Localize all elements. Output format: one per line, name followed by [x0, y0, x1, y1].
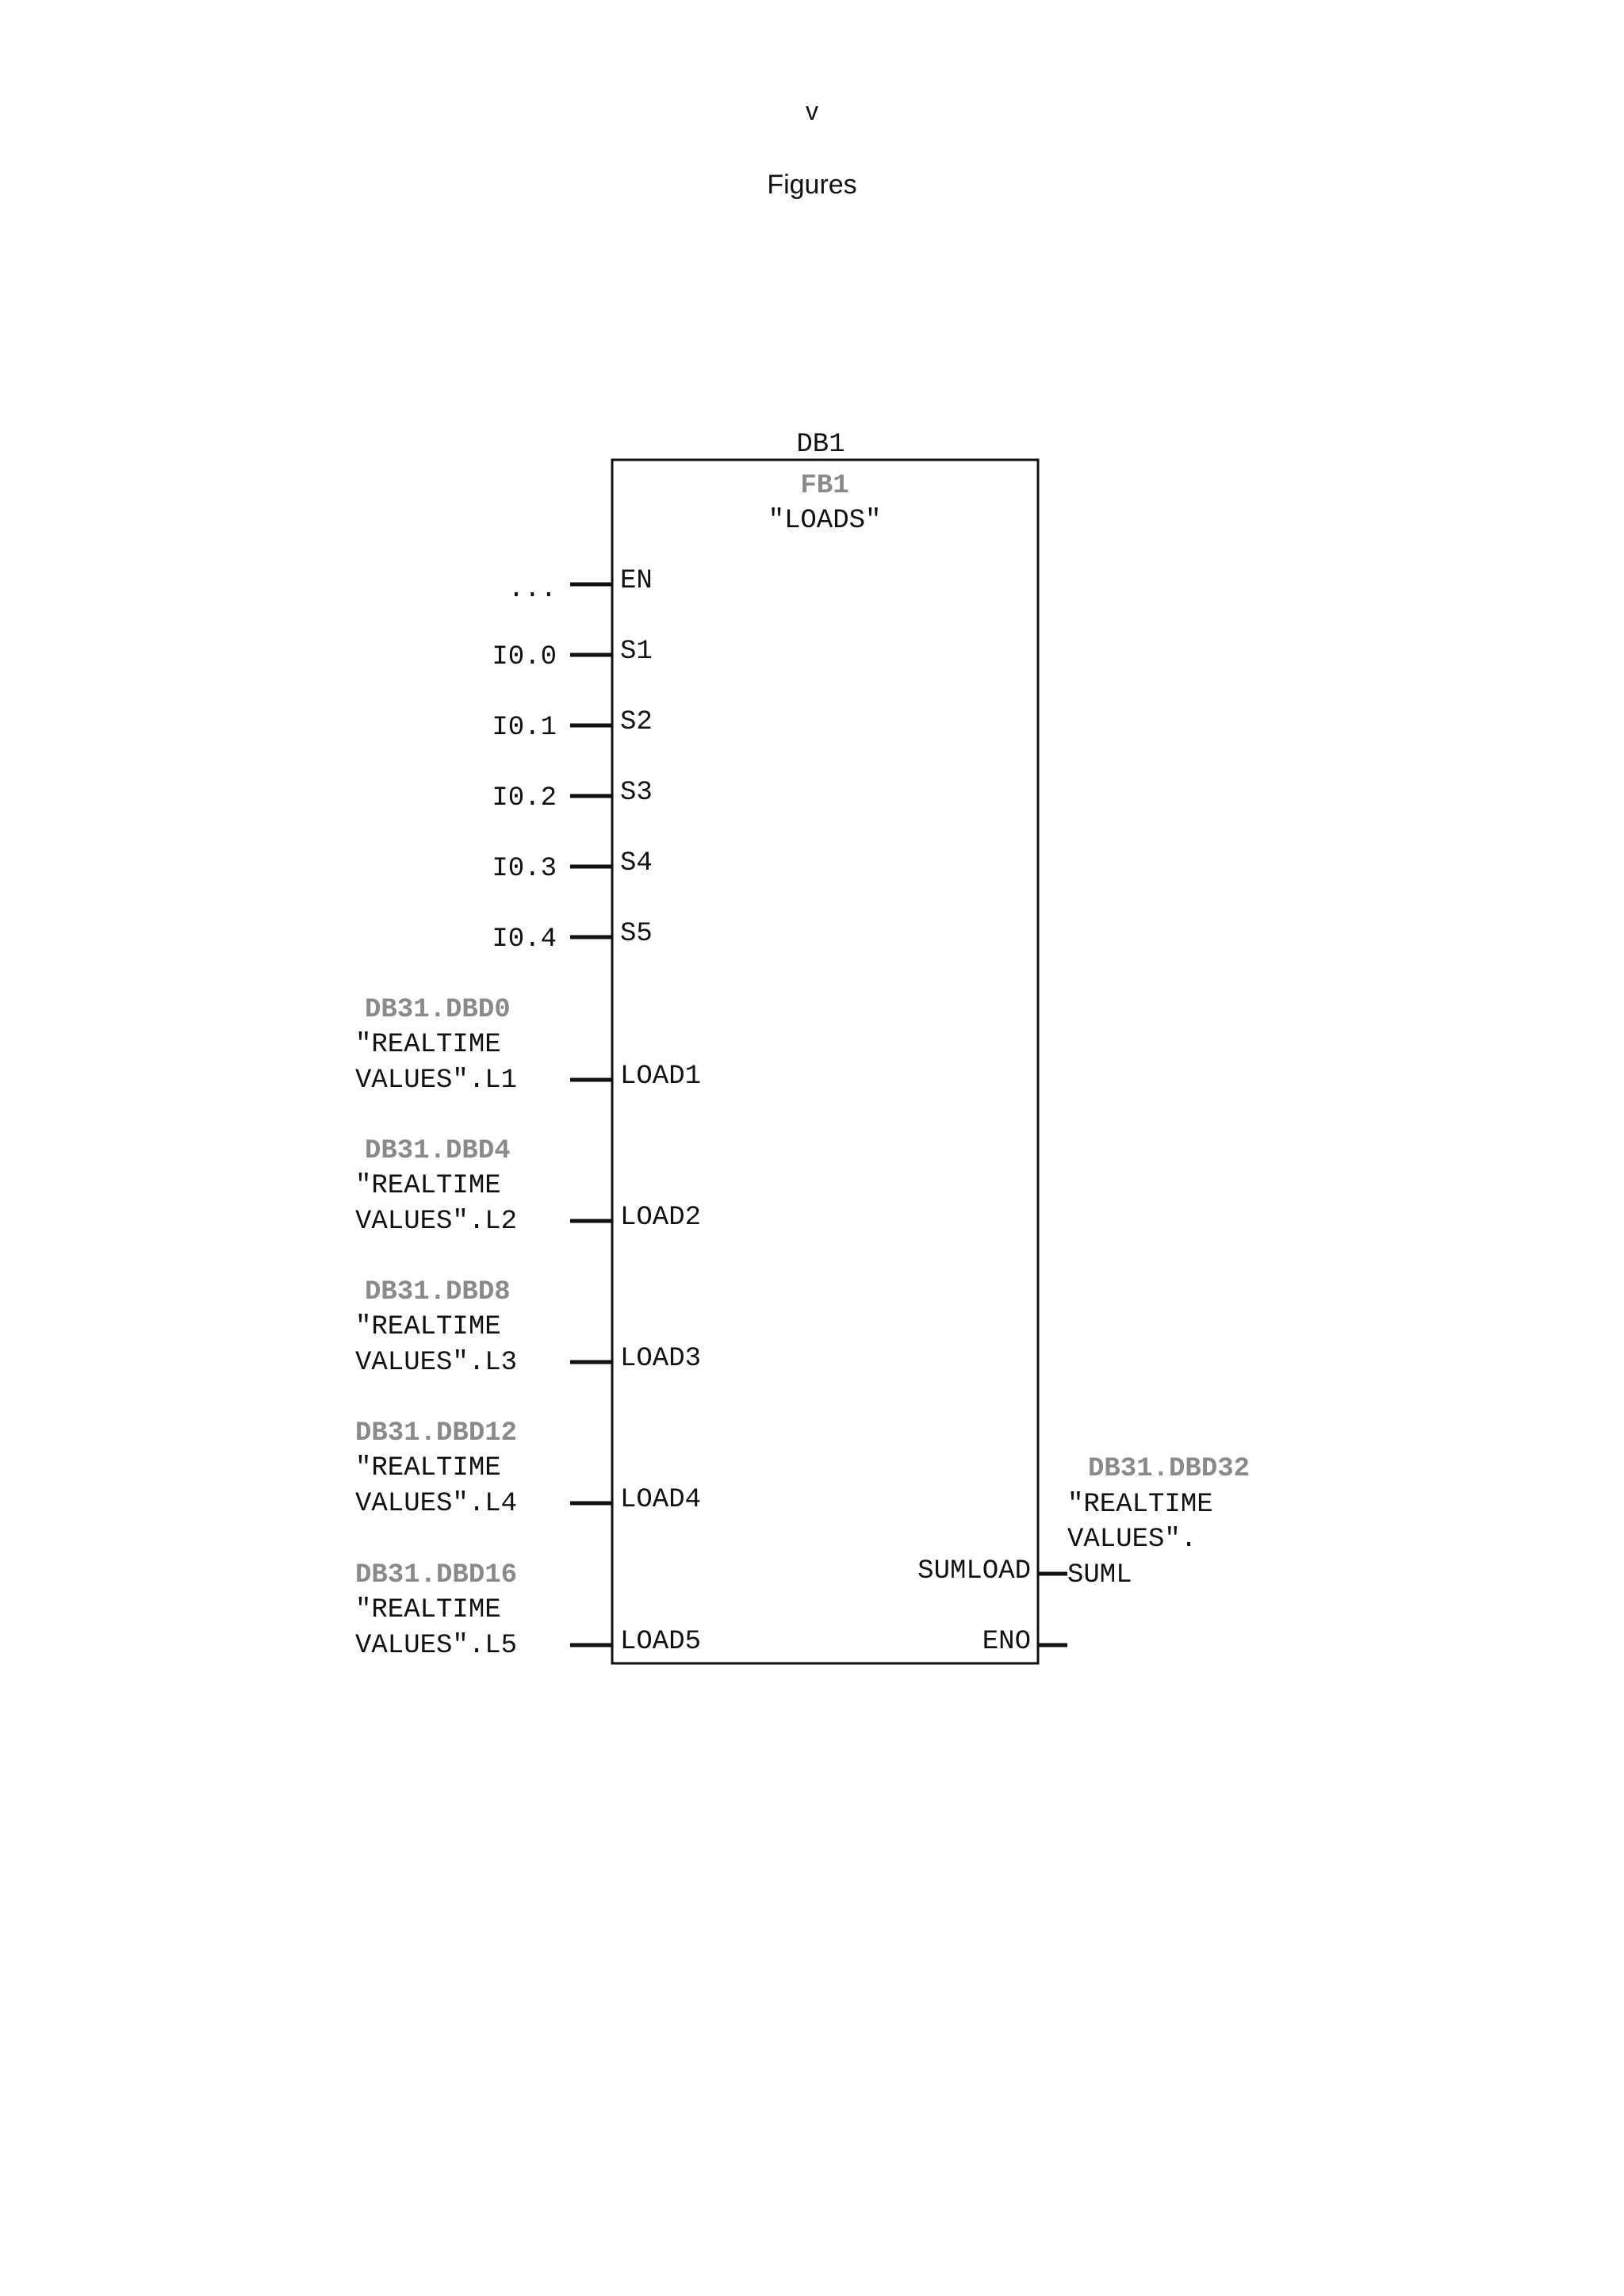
operand-symbol-line-2: VALUES".	[1067, 1525, 1197, 1555]
pin-name: LOAD1	[620, 1062, 701, 1092]
operand-symbol-line-2: VALUES".L5	[355, 1631, 517, 1661]
operand-symbol-line-1: "REALTIME	[1067, 1490, 1213, 1520]
output-eno: ENO	[982, 1627, 1067, 1657]
input-load1: LOAD1 DB31.DBD0 "REALTIME VALUES".L1	[355, 995, 701, 1096]
pin-name: S1	[620, 637, 653, 667]
operand-address: DB31.DBD4	[365, 1136, 511, 1166]
input-operand: I0.4	[492, 924, 557, 955]
operand-symbol-line-1: "REALTIME	[355, 1453, 501, 1483]
input-s4: S4 I0.3	[492, 848, 652, 884]
input-s3: S3 I0.2	[492, 778, 652, 813]
pin-name: LOAD4	[620, 1485, 701, 1515]
input-load3: LOAD3 DB31.DBD8 "REALTIME VALUES".L3	[355, 1277, 701, 1378]
pin-name: SUMLOAD	[917, 1556, 1031, 1586]
input-operand: ...	[508, 575, 557, 605]
page-number: v	[806, 97, 818, 125]
instance-db-label: DB1	[796, 430, 845, 460]
operand-symbol-line-3: SUML	[1067, 1560, 1132, 1590]
operand-address: DB31.DBD16	[355, 1560, 517, 1590]
pin-name: S4	[620, 848, 653, 878]
operand-symbol-line-1: "REALTIME	[355, 1030, 501, 1060]
input-operand: I0.1	[492, 713, 557, 743]
operand-symbol-line-2: VALUES".L2	[355, 1207, 517, 1237]
function-block-box	[611, 458, 1040, 1665]
operand-symbol-line-1: "REALTIME	[355, 1171, 501, 1201]
pin-name: ENO	[982, 1627, 1031, 1657]
input-load5: LOAD5 DB31.DBD16 "REALTIME VALUES".L5	[355, 1560, 701, 1661]
operand-symbol-line-2: VALUES".L3	[355, 1348, 517, 1378]
pin-name: S5	[620, 919, 653, 949]
input-operand: I0.2	[492, 783, 557, 813]
function-block-symbol: "LOADS"	[768, 506, 882, 536]
operand-symbol-line-1: "REALTIME	[355, 1595, 501, 1625]
pin-name: S3	[620, 778, 653, 808]
input-operand: I0.3	[492, 854, 557, 884]
operand-symbol-line-1: "REALTIME	[355, 1312, 501, 1342]
operand-address: DB31.DBD32	[1088, 1454, 1250, 1484]
input-s2: S2 I0.1	[492, 707, 652, 743]
operand-address: DB31.DBD12	[355, 1418, 517, 1448]
input-s5: S5 I0.4	[492, 919, 652, 955]
output-sumload: SUMLOAD DB31.DBD32 "REALTIME VALUES". SU…	[917, 1454, 1250, 1590]
section-title: Figures	[767, 170, 857, 200]
pin-name: LOAD2	[620, 1203, 701, 1233]
input-load2: LOAD2 DB31.DBD4 "REALTIME VALUES".L2	[355, 1136, 701, 1237]
input-load4: LOAD4 DB31.DBD12 "REALTIME VALUES".L4	[355, 1418, 701, 1519]
function-block-number: FB1	[800, 471, 848, 501]
input-en: EN ...	[508, 566, 653, 605]
input-operand: I0.0	[492, 642, 557, 672]
pin-name: EN	[620, 566, 653, 596]
pin-name: S2	[620, 707, 653, 737]
operand-address: DB31.DBD0	[365, 995, 511, 1025]
operand-symbol-line-2: VALUES".L4	[355, 1489, 517, 1519]
operand-address: DB31.DBD8	[365, 1277, 511, 1307]
operand-symbol-line-2: VALUES".L1	[355, 1066, 517, 1096]
pin-name: LOAD3	[620, 1344, 701, 1374]
pin-name: LOAD5	[620, 1627, 701, 1657]
input-s1: S1 I0.0	[492, 637, 652, 672]
